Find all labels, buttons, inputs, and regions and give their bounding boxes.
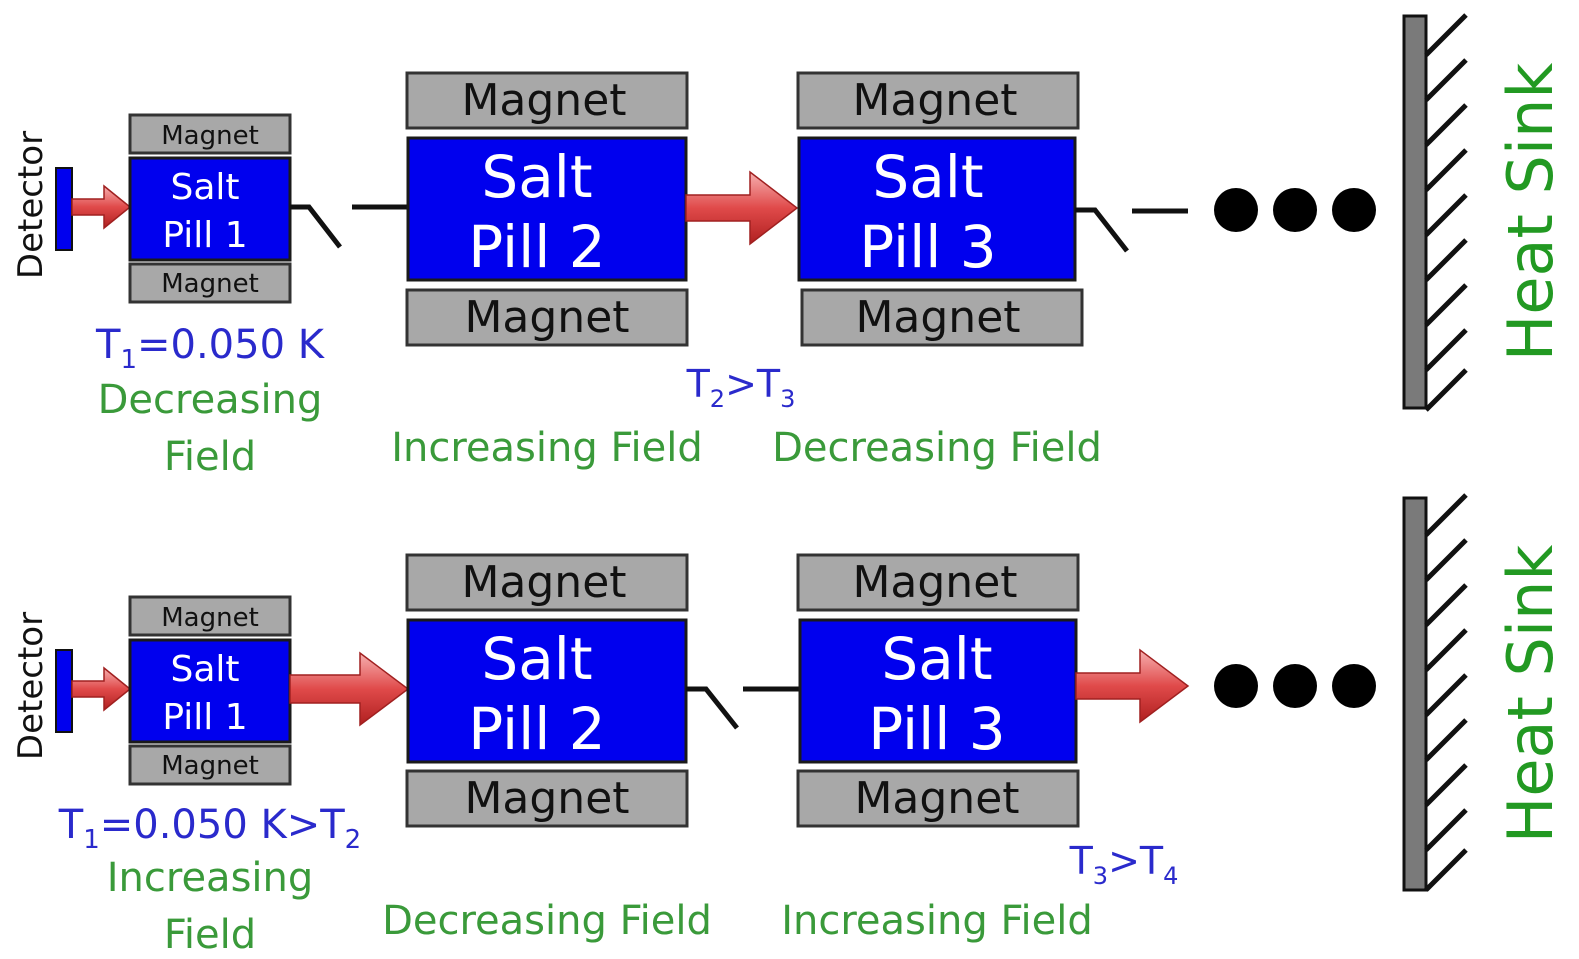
stage-top: Detector Magnet Salt Pill 1 Magnet Magne… bbox=[11, 13, 1567, 480]
t1-temperature: T1=0.050 K>T2 bbox=[58, 802, 361, 855]
t1-temperature: T1=0.050 K bbox=[95, 322, 326, 375]
magnet-block bbox=[128, 744, 292, 786]
heat-sink-bar bbox=[1402, 496, 1428, 892]
magnet-block bbox=[128, 113, 292, 155]
ellipsis-dot bbox=[1332, 664, 1376, 708]
heat-switch-open bbox=[290, 204, 342, 249]
magnet-label: Magnet bbox=[852, 75, 1017, 126]
heat-flow-arrow bbox=[1075, 648, 1190, 724]
pill-label: Pill 1 bbox=[162, 215, 247, 256]
heat-sink-label: Heat Sink bbox=[1494, 545, 1567, 844]
pill2-field: Decreasing Field bbox=[382, 898, 712, 944]
ellipsis-dot bbox=[1214, 664, 1258, 708]
salt-pill-2 bbox=[406, 618, 688, 764]
magnet-block bbox=[405, 288, 689, 347]
heat-sink-label: Heat Sink bbox=[1494, 63, 1567, 362]
salt-pill-1 bbox=[128, 156, 292, 262]
pill-label: Pill 2 bbox=[468, 695, 605, 763]
pill3-field: Increasing Field bbox=[781, 898, 1093, 944]
magnet-label: Magnet bbox=[161, 751, 259, 781]
salt-label: Salt bbox=[481, 625, 592, 693]
magnet-label: Magnet bbox=[161, 269, 259, 299]
heat-sink-hatching bbox=[1424, 493, 1468, 892]
magnet-block bbox=[796, 553, 1080, 612]
pill3-field: Decreasing Field bbox=[772, 425, 1102, 471]
detector-label: Detector bbox=[11, 612, 51, 760]
temperature-comparison: T2>T3 bbox=[686, 362, 796, 413]
magnet-label: Magnet bbox=[461, 75, 626, 126]
magnet-block bbox=[405, 553, 689, 612]
magnet-block bbox=[128, 262, 292, 304]
ellipsis-dot bbox=[1273, 664, 1317, 708]
salt-label: Salt bbox=[170, 649, 239, 690]
heat-sink-bar bbox=[1402, 14, 1428, 410]
pill1-field-line1: Decreasing bbox=[98, 377, 323, 423]
magnet-block bbox=[796, 769, 1080, 828]
heat-switch-open bbox=[1075, 207, 1129, 253]
magnet-block bbox=[800, 288, 1084, 347]
magnet-block bbox=[405, 769, 689, 828]
detector-plate bbox=[55, 167, 73, 251]
detector-plate bbox=[55, 649, 73, 733]
pill1-field-line2: Field bbox=[164, 912, 256, 958]
heat-flow-arrow bbox=[685, 170, 799, 246]
magnet-label: Magnet bbox=[161, 121, 259, 151]
magnet-label: Magnet bbox=[461, 557, 626, 608]
ellipsis-dot bbox=[1332, 188, 1376, 232]
heat-flow-arrow bbox=[71, 666, 132, 712]
salt-pill-3 bbox=[798, 618, 1078, 764]
magnet-label: Magnet bbox=[464, 292, 629, 343]
heat-switch-open bbox=[686, 686, 739, 730]
magnet-label: Magnet bbox=[854, 773, 1019, 824]
detector-label: Detector bbox=[11, 131, 51, 279]
salt-label: Salt bbox=[872, 143, 983, 211]
ellipsis-dot bbox=[1214, 188, 1258, 232]
salt-label: Salt bbox=[881, 625, 992, 693]
salt-pill-1 bbox=[128, 638, 292, 744]
pill2-field: Increasing Field bbox=[391, 425, 703, 471]
magnet-block bbox=[405, 71, 689, 130]
pill-label: Pill 3 bbox=[868, 695, 1005, 763]
pill1-field-line2: Field bbox=[164, 434, 256, 480]
temperature-comparison: T3>T4 bbox=[1069, 839, 1179, 890]
pill1-field-line1: Increasing bbox=[107, 855, 314, 901]
salt-label: Salt bbox=[481, 143, 592, 211]
pill-label: Pill 1 bbox=[162, 697, 247, 738]
pill-label: Pill 2 bbox=[468, 213, 605, 281]
magnet-label: Magnet bbox=[855, 292, 1020, 343]
magnet-block bbox=[796, 71, 1080, 130]
heat-flow-arrow bbox=[289, 651, 410, 727]
heat-flow-arrow bbox=[71, 184, 132, 230]
magnet-label: Magnet bbox=[161, 603, 259, 633]
magnet-block bbox=[128, 595, 292, 637]
pill-label: Pill 3 bbox=[859, 213, 996, 281]
stage-bottom: Detector Magnet Salt Pill 1 Magnet Magne… bbox=[11, 493, 1567, 958]
ellipsis-dot bbox=[1273, 188, 1317, 232]
heat-sink-hatching bbox=[1424, 13, 1468, 412]
salt-label: Salt bbox=[170, 167, 239, 208]
magnet-label: Magnet bbox=[464, 773, 629, 824]
magnet-label: Magnet bbox=[852, 557, 1017, 608]
